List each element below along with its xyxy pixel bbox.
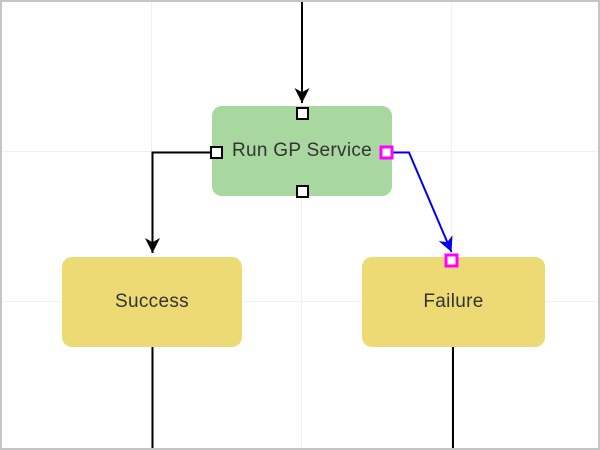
node-failure-label: Failure — [423, 291, 484, 312]
node-run-gp-service[interactable]: Run GP Service — [212, 106, 392, 196]
node-run-gp-service-label: Run GP Service — [231, 140, 373, 161]
edge-run-gp-service-to-success[interactable] — [145, 151, 212, 254]
node-success[interactable]: Success — [62, 257, 242, 347]
node-success-label: Success — [115, 291, 189, 312]
edge-run-gp-service-to-failure-selected[interactable] — [393, 151, 453, 253]
node-failure[interactable]: Failure — [362, 257, 545, 347]
